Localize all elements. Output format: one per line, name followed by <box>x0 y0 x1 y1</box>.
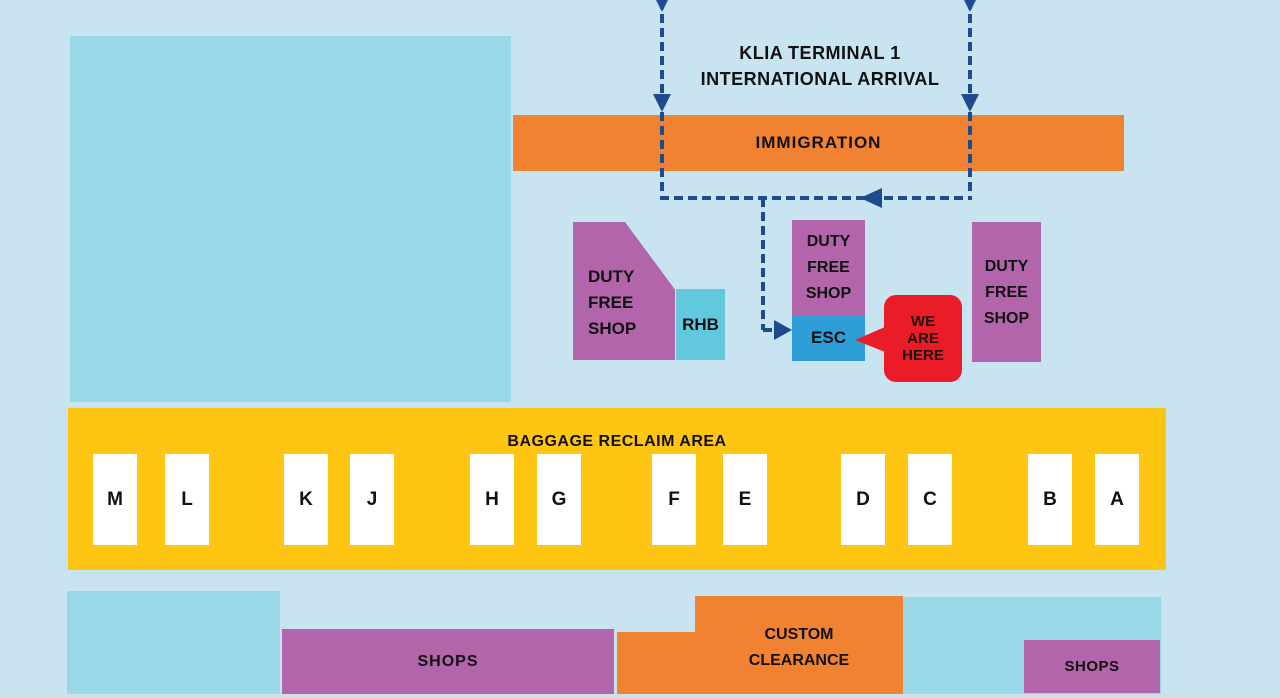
arrow-down-icon <box>961 0 979 12</box>
arrow-down-icon <box>653 0 671 12</box>
shops-left-label: SHOPS <box>417 652 479 670</box>
title-line-1: KLIA TERMINAL 1 <box>739 43 901 63</box>
rhb-bank-block: RHB <box>676 289 725 360</box>
custom-clearance-label: CUSTOM CLEARANCE <box>695 622 903 674</box>
belt-b: B <box>1028 454 1072 545</box>
duty-free-shop-right: DUTY FREE SHOP <box>972 222 1041 362</box>
duty-free-shop-left: DUTY FREE SHOP <box>573 222 675 360</box>
belt-c: C <box>908 454 952 545</box>
custom-clearance-line-1: CUSTOM <box>764 626 834 643</box>
route-line-branch <box>761 198 765 330</box>
duty-free-shop-middle: DUTY FREE SHOP <box>792 220 865 315</box>
duty-free-line: DUTY <box>588 267 635 286</box>
belt-k: K <box>284 454 328 545</box>
we-are-here-marker: WE ARE HERE <box>884 295 962 382</box>
custom-clearance-line-2: CLEARANCE <box>748 652 850 669</box>
belt-f: F <box>652 454 696 545</box>
shops-block-left: SHOPS <box>282 629 614 694</box>
baggage-reclaim-area: BAGGAGE RECLAIM AREA M L K J H G F E D C… <box>68 408 1166 570</box>
duty-free-line: DUTY <box>806 233 851 250</box>
arrow-left-icon <box>860 188 882 208</box>
duty-free-line: DUTY <box>984 258 1029 275</box>
belt-m: M <box>93 454 137 545</box>
route-line-branch-foot <box>763 328 775 332</box>
page-title: KLIA TERMINAL 1 INTERNATIONAL ARRIVAL <box>610 40 1030 92</box>
hall-block-bottom-left <box>67 591 280 694</box>
we-are-here-line: HERE <box>902 347 944 364</box>
shops-block-right: SHOPS <box>1024 640 1160 693</box>
custom-clearance-zone: CUSTOM CLEARANCE <box>617 596 903 694</box>
shops-right-label: SHOPS <box>1064 658 1120 675</box>
hall-block-top-left <box>70 36 511 402</box>
belt-h: H <box>470 454 514 545</box>
duty-free-line: SHOP <box>805 285 852 302</box>
esc-label: ESC <box>811 328 846 347</box>
belt-e: E <box>723 454 767 545</box>
title-line-2: INTERNATIONAL ARRIVAL <box>700 69 940 89</box>
rhb-label: RHB <box>682 314 719 334</box>
duty-free-line: SHOP <box>588 319 637 338</box>
route-line-horizontal <box>660 196 972 200</box>
immigration-zone: IMMIGRATION <box>513 115 1124 171</box>
duty-free-line: FREE <box>985 284 1028 301</box>
arrow-down-icon <box>961 94 979 112</box>
arrow-down-icon <box>653 94 671 112</box>
belt-j: J <box>350 454 394 545</box>
belt-l: L <box>165 454 209 545</box>
we-are-here-pointer <box>855 327 885 352</box>
duty-free-line: SHOP <box>983 310 1030 327</box>
we-are-here-line: WE <box>910 313 936 330</box>
duty-free-line: FREE <box>807 259 850 276</box>
arrow-right-icon <box>774 320 792 340</box>
belt-a: A <box>1095 454 1139 545</box>
duty-free-line: FREE <box>588 293 634 312</box>
belt-d: D <box>841 454 885 545</box>
baggage-reclaim-title: BAGGAGE RECLAIM AREA <box>507 433 727 450</box>
immigration-label: IMMIGRATION <box>755 133 882 152</box>
we-are-here-line: ARE <box>907 330 939 347</box>
belt-g: G <box>537 454 581 545</box>
bottom-edge-divider <box>0 695 1280 698</box>
escalator-block: ESC <box>792 315 865 361</box>
